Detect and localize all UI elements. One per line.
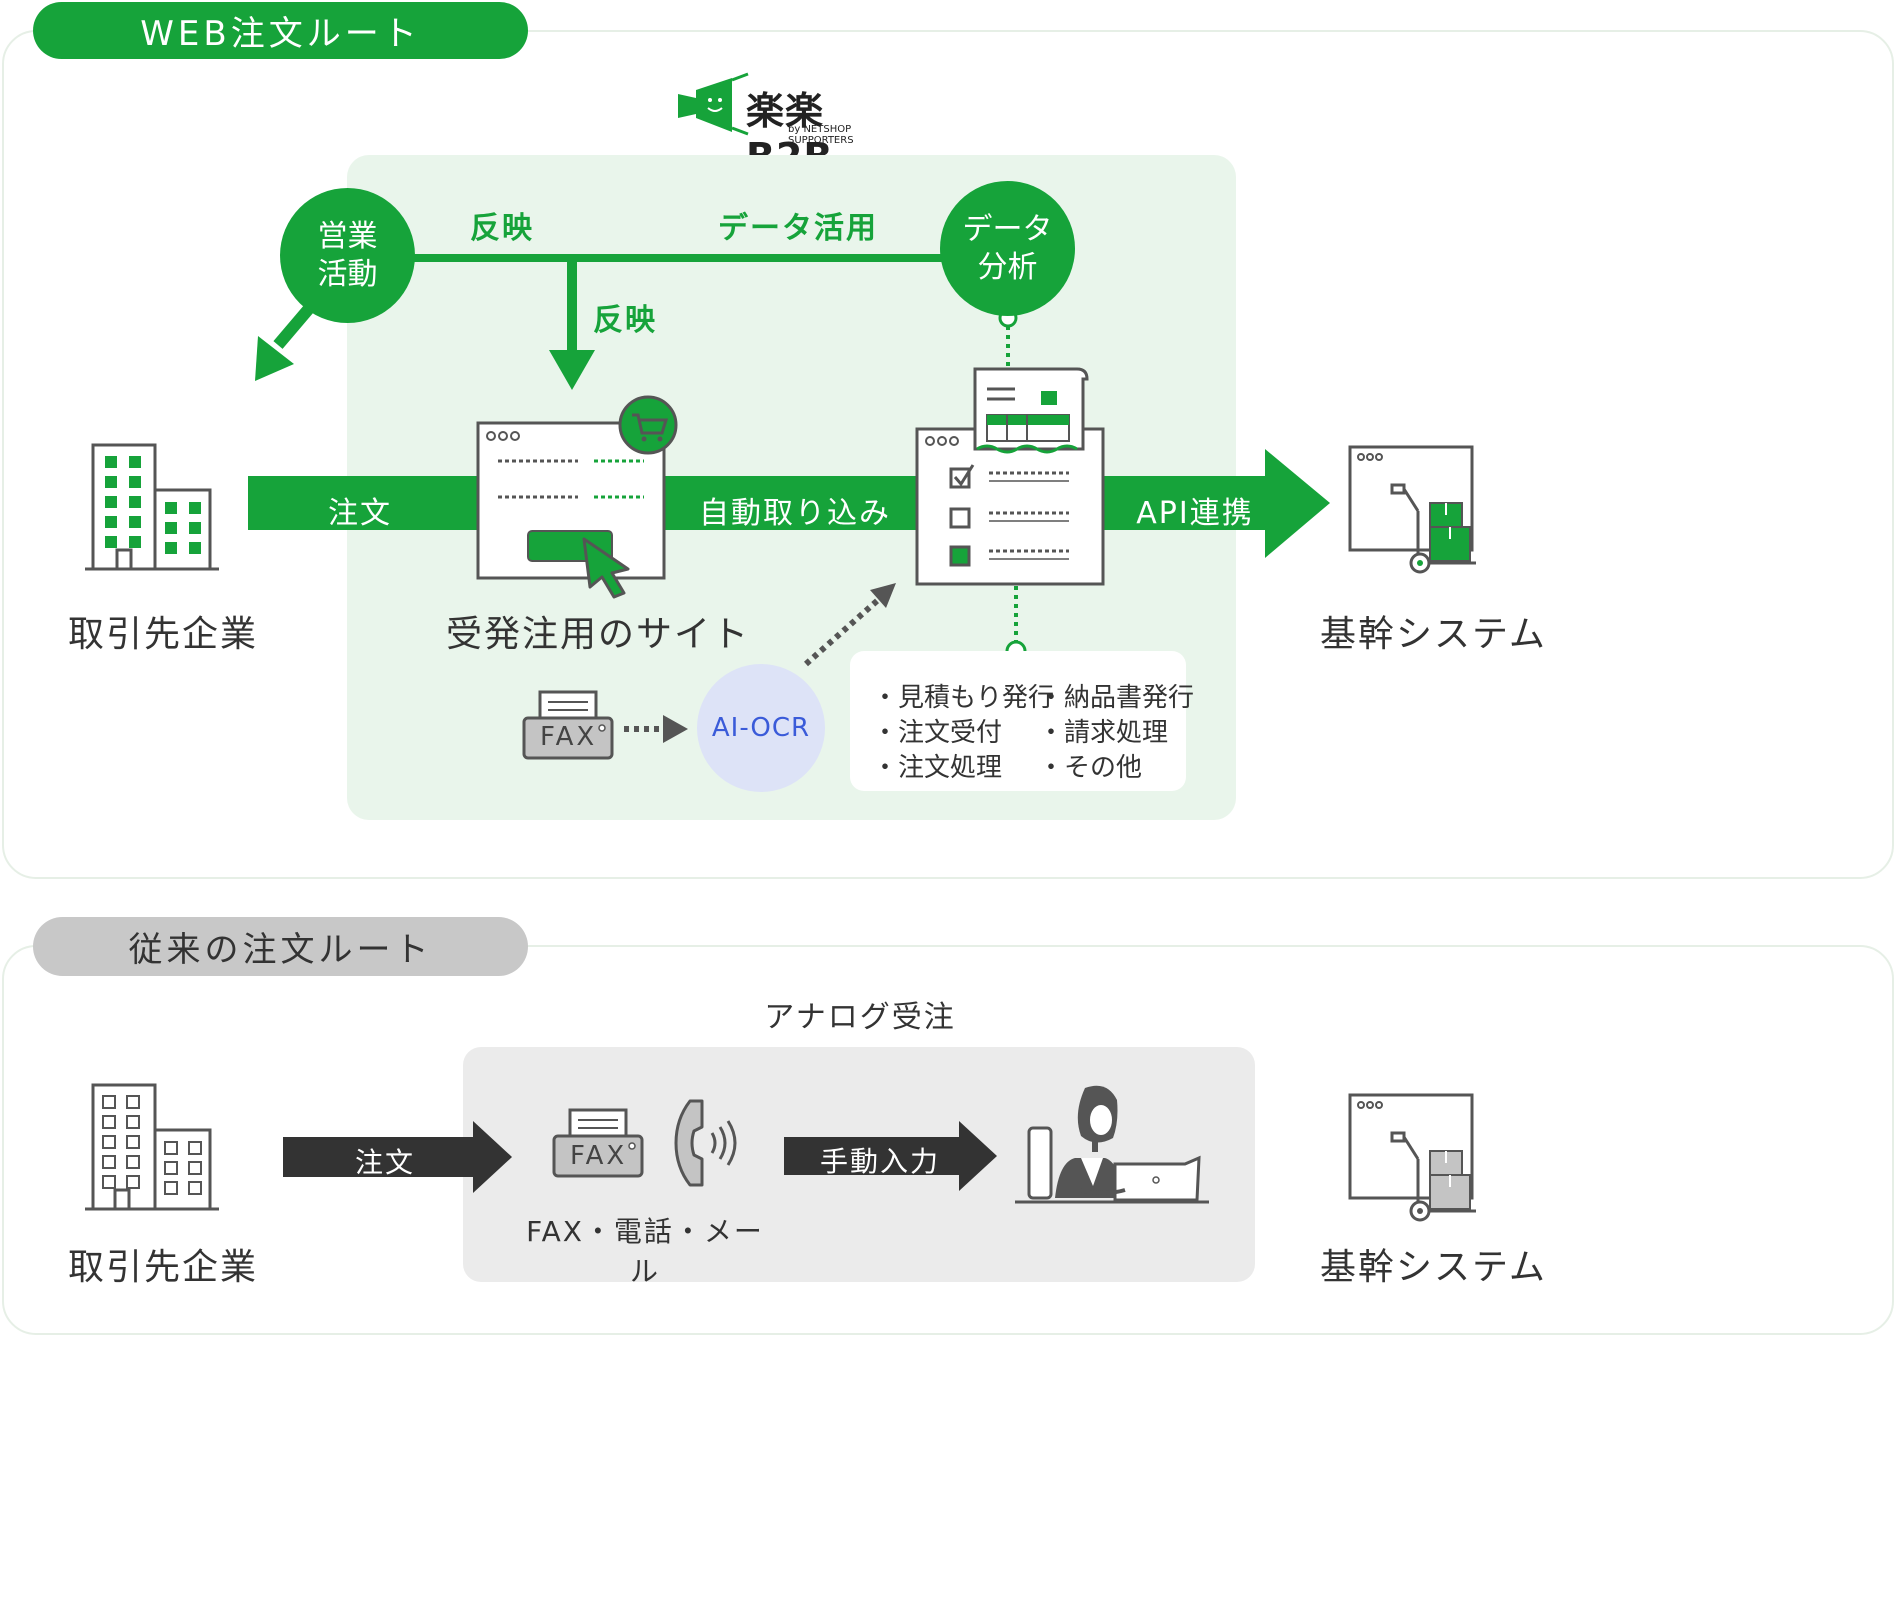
data-use-label: データ活用	[718, 211, 878, 246]
sales-activity-circle: 営業活動	[280, 188, 415, 323]
data-flow-lines	[255, 254, 1027, 662]
channels-label: FAX・電話・メール	[526, 1215, 764, 1288]
tasks-box: ・見積もり発行 ・納品書発行 ・注文受付 ・請求処理 ・注文処理 ・その他	[850, 651, 1194, 791]
data-analysis-circle: データ分析	[940, 181, 1075, 316]
logo-tagline: by NETSHOP SUPPORTERS	[788, 124, 854, 146]
core-system-icon	[1348, 445, 1476, 574]
task-item: ・納品書発行	[1038, 683, 1195, 713]
auto-import-label: 自動取り込み	[699, 496, 891, 531]
ai-ocr-circle: AI-OCR	[697, 664, 825, 792]
fax-to-ocr-arrow	[624, 583, 896, 743]
company-label-legacy: 取引先企業	[68, 1247, 259, 1288]
legacy-order-label: 注文	[354, 1146, 415, 1179]
order-site-label: 受発注用のサイト	[446, 614, 751, 655]
web-route-title: WEB注文ルート	[33, 2, 528, 59]
company-label-web: 取引先企業	[68, 614, 259, 655]
core-system-label-web: 基幹システム	[1320, 614, 1547, 655]
fax-machine-icon	[522, 690, 614, 760]
manual-input-label: 手動入力	[819, 1145, 940, 1178]
task-item: ・その他	[1038, 753, 1143, 783]
phone-icon	[674, 1099, 737, 1187]
fax-machine-icon	[552, 1108, 644, 1178]
fax-label-legacy: FAX	[570, 1141, 628, 1171]
main-order-flow	[248, 449, 1330, 558]
legacy-route-title: 従来の注文ルート	[33, 917, 528, 976]
fax-label-web: FAX	[540, 722, 598, 752]
order-document-icon	[915, 367, 1105, 586]
analog-order-title: アナログ受注	[764, 1000, 956, 1035]
core-system-icon	[1348, 1093, 1476, 1222]
task-item: ・見積もり発行	[872, 683, 1055, 713]
reflect-label-down: 反映	[593, 303, 657, 338]
order-label: 注文	[328, 496, 392, 531]
core-system-label-legacy: 基幹システム	[1320, 1247, 1547, 1288]
company-building-icon	[85, 1083, 219, 1211]
order-site-window-icon	[476, 395, 678, 599]
task-item: ・注文受付	[872, 718, 1003, 748]
api-label: API連携	[1136, 496, 1254, 531]
person-laptop-icon	[1015, 1085, 1209, 1204]
task-item: ・請求処理	[1038, 718, 1169, 748]
company-building-icon	[85, 443, 219, 571]
task-item: ・注文処理	[872, 753, 1003, 783]
reflect-label-top: 反映	[470, 211, 534, 246]
logo-megaphone-icon	[678, 72, 749, 136]
